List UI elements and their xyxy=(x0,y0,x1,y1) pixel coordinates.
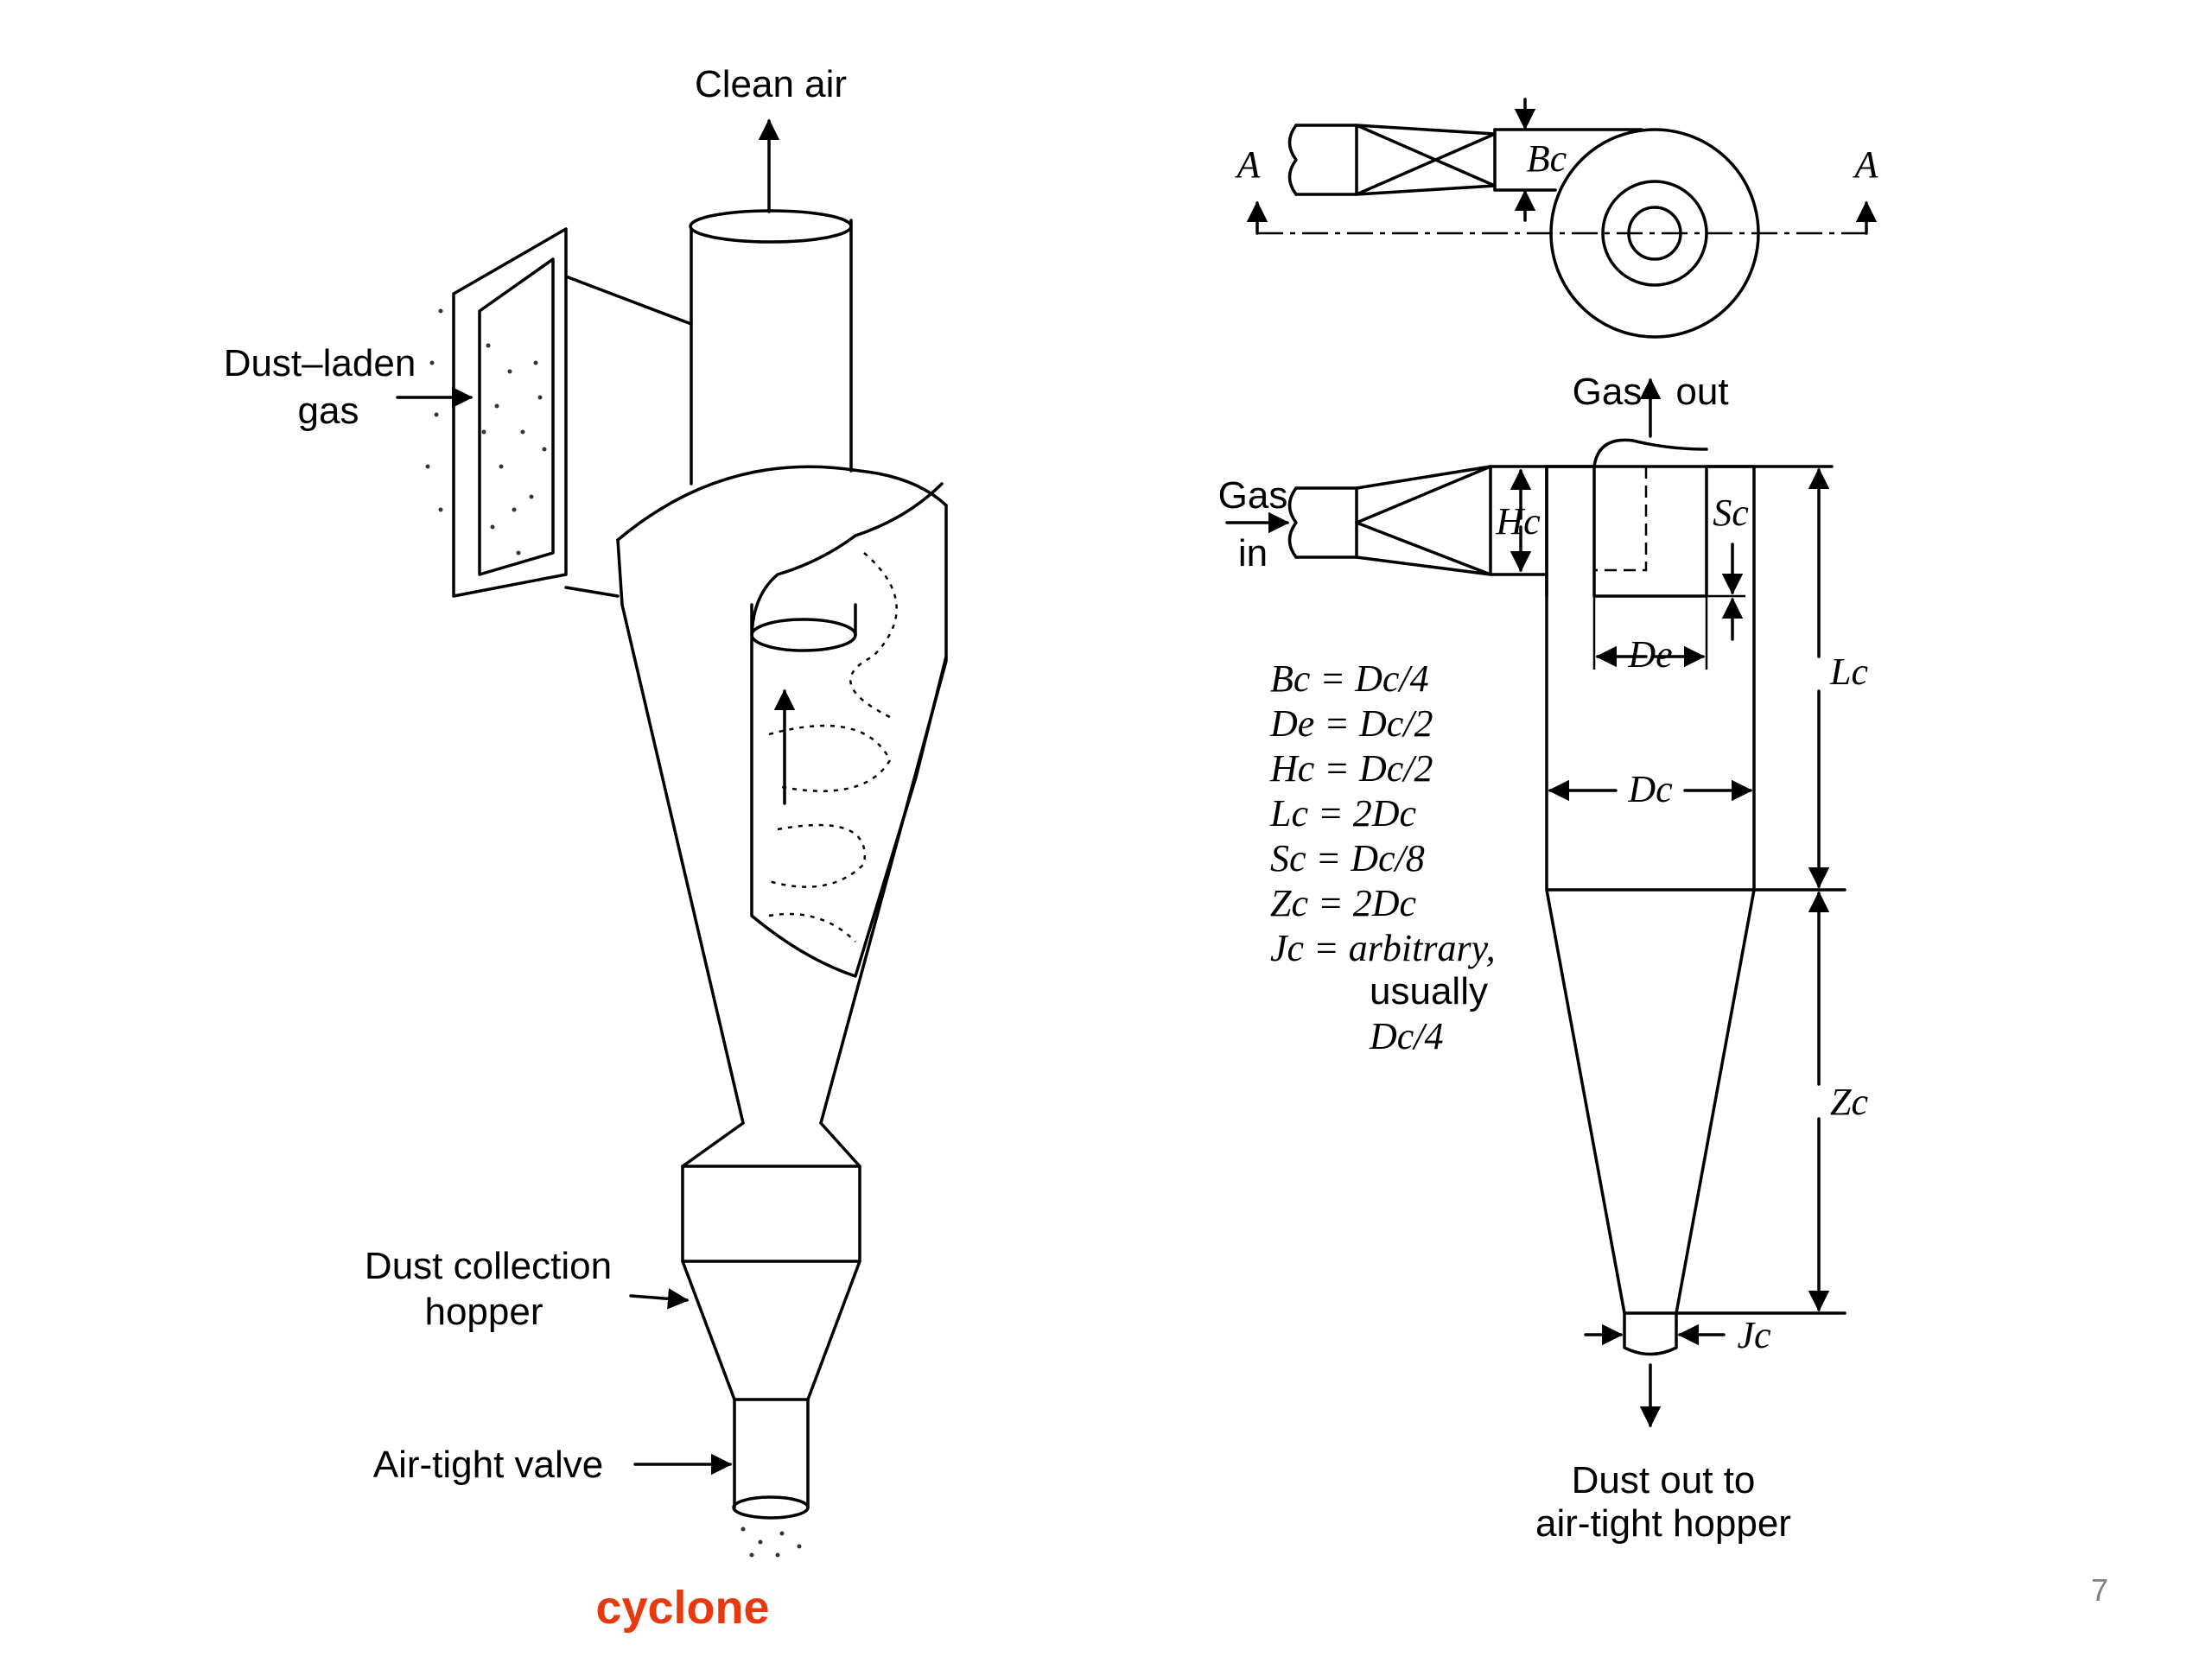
equation-jc-cont-1: usually xyxy=(1370,970,1488,1012)
body-right-wall xyxy=(819,504,948,1125)
valve-label: Air-tight valve xyxy=(373,1444,604,1486)
inlet-duct-face xyxy=(452,227,568,598)
bc-dim-label: Bc xyxy=(1527,137,1567,180)
section-mark-left: A xyxy=(1235,143,1262,186)
dust-outlet-stub xyxy=(1623,1311,1678,1356)
hopper-label-line1: Dust collection xyxy=(365,1245,612,1287)
elev-inlet-stub xyxy=(1294,486,1358,559)
equation-lc: Lc = 2Dc xyxy=(1269,792,1416,835)
equation-de: De = Dc/2 xyxy=(1269,702,1433,745)
dust-particles-outlet xyxy=(741,1527,802,1558)
dust-laden-label-line1: Dust–laden xyxy=(224,342,416,384)
outlet-hidden-line xyxy=(1594,467,1648,572)
sc-dim-label: Sc xyxy=(1713,492,1749,534)
inlet-duct-top-edge xyxy=(564,275,693,326)
hc-dim-label: Hc xyxy=(1495,500,1541,543)
elev-transition xyxy=(1355,465,1492,576)
equation-jc-cont-2: Dc/4 xyxy=(1369,1015,1444,1057)
gas-in-label-1: Gas xyxy=(1218,474,1288,517)
hopper-top-cone xyxy=(681,1121,861,1168)
dc-dim-label: Dc xyxy=(1627,768,1673,810)
gas-in-label-2: in xyxy=(1238,532,1268,574)
plan-inlet-break xyxy=(1287,124,1298,196)
inner-pipe-end xyxy=(750,618,857,652)
inlet-duct-inner xyxy=(478,257,555,576)
plan-inlet-stub xyxy=(1294,124,1358,196)
page-number: 7 xyxy=(2090,1572,2108,1608)
clean-air-label: Clean air xyxy=(695,63,847,105)
cyclone-elevation-view: Gas out Gas in Hc Sc De Dc xyxy=(1218,371,1869,1545)
body-top-rim xyxy=(616,465,948,542)
jc-dim-label: Jc xyxy=(1737,1314,1771,1356)
cone xyxy=(1545,888,1756,1315)
equation-sc: Sc = Dc/8 xyxy=(1270,837,1425,879)
outlet-tube xyxy=(1592,465,1708,598)
elev-inlet-duct xyxy=(1489,465,1548,576)
hopper-cylinder xyxy=(681,1165,861,1263)
valve-pipe xyxy=(733,1398,810,1509)
dust-laden-label-line2: gas xyxy=(298,390,359,432)
elev-inlet-break xyxy=(1287,486,1298,559)
section-mark-right: A xyxy=(1853,143,1879,186)
spiral-flow-lines xyxy=(768,552,898,943)
hopper-bottom-cone xyxy=(681,1260,861,1401)
cutaway-opening xyxy=(750,482,948,978)
cyclone-plan-view: A A Bc xyxy=(1235,98,1879,339)
equation-hc: Hc = Dc/2 xyxy=(1269,747,1433,790)
zc-dim-label: Zc xyxy=(1830,1081,1868,1123)
hopper-leader-arrow xyxy=(629,1288,690,1310)
cyclone-cutaway-illustration: Clean air Dust–laden gas Dust collection… xyxy=(224,63,948,1558)
equation-bc: Bc = Dc/4 xyxy=(1270,657,1429,700)
hopper-label-line2: hopper xyxy=(424,1291,543,1333)
gas-out-label-1: Gas xyxy=(1573,371,1643,413)
inlet-duct-bottom-edge xyxy=(564,586,620,598)
outlet-tube-break xyxy=(1592,438,1708,468)
equation-jc: Jc = arbitrary, xyxy=(1270,927,1496,969)
plan-inlet-duct xyxy=(1493,128,1643,192)
body-left-wall xyxy=(616,538,745,1125)
equation-zc: Zc = 2Dc xyxy=(1270,882,1416,924)
lc-dim-label: Lc xyxy=(1829,651,1868,693)
valve-outlet xyxy=(732,1495,810,1520)
de-dim-label: De xyxy=(1627,633,1672,676)
plan-transition xyxy=(1355,124,1497,196)
gas-out-label-2: out xyxy=(1675,371,1728,413)
slide-caption: cyclone xyxy=(595,1582,770,1634)
dust-particles-inlet xyxy=(425,308,547,555)
inner-pipe-walls xyxy=(750,603,857,637)
dimension-equations: Bc = Dc/4 De = Dc/2 Hc = Dc/2 Lc = 2Dc S… xyxy=(1269,657,1496,1057)
outlet-pipe-rim xyxy=(689,209,853,244)
dust-out-label-2: air-tight hopper xyxy=(1535,1502,1791,1545)
dust-out-label-1: Dust out to xyxy=(1572,1459,1756,1501)
